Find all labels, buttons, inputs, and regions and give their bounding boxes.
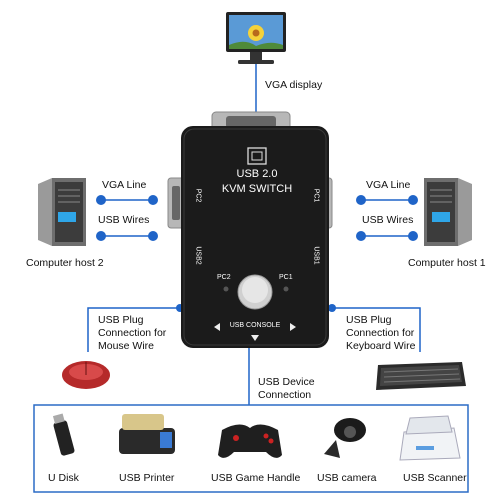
device-label-printer: USB Printer xyxy=(119,472,175,484)
computer-host-1-label: Computer host 1 xyxy=(408,257,486,269)
switch-title-1: USB 2.0 xyxy=(236,168,278,180)
device-label-udisk: U Disk xyxy=(48,472,79,484)
switch-console-label: USB CONSOLE xyxy=(229,322,281,329)
usb-wires-left-label: USB Wires xyxy=(98,214,150,226)
device-label-camera: USB camera xyxy=(317,472,377,484)
vga-line-right-label: VGA Line xyxy=(366,179,411,191)
vga-line-left-label: VGA Line xyxy=(102,179,147,191)
mouse-connection-label: USB Plug Connection for Mouse Wire xyxy=(98,314,167,352)
keyboard-connection-label: USB Plug Connection for Keyboard Wire xyxy=(346,314,416,352)
usb-device-connection-label: USB Device Connection xyxy=(258,376,315,401)
usb-wires-right-label: USB Wires xyxy=(362,214,414,226)
vga-display-label: VGA display xyxy=(265,79,323,91)
switch-title-2: KVM SWITCH xyxy=(221,183,293,195)
switch-led-pc2-label: PC2 xyxy=(217,274,231,281)
device-label-gamepad: USB Game Handle xyxy=(211,472,301,484)
device-label-scanner: USB Scanner xyxy=(403,472,467,484)
switch-led-pc1-label: PC1 xyxy=(279,274,293,281)
computer-host-2-label: Computer host 2 xyxy=(26,257,104,269)
